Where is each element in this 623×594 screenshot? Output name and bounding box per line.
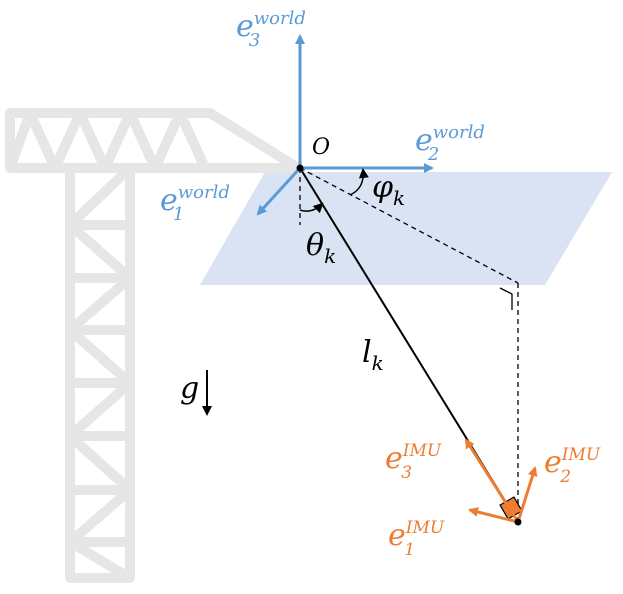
phi-label: φk: [372, 170, 405, 210]
right-angle-marker: [499, 287, 513, 310]
theta-label: θk: [306, 228, 336, 268]
origin-label: O: [312, 135, 330, 160]
world-e1-axis: [256, 166, 302, 216]
origin-point: [296, 164, 304, 172]
length-label: lk: [362, 335, 384, 375]
crane-structure: [5, 108, 303, 583]
theta-arc: [299, 202, 324, 214]
horizontal-plane: [200, 172, 612, 285]
gravity-label: g: [180, 371, 199, 406]
imu-e3-axis: [464, 438, 520, 523]
imu-e2-axis: [516, 466, 538, 523]
phi-arc: [349, 168, 369, 196]
imu-e1-axis: [468, 507, 519, 524]
projection-lines: [299, 167, 519, 522]
imu-point: [514, 518, 522, 526]
